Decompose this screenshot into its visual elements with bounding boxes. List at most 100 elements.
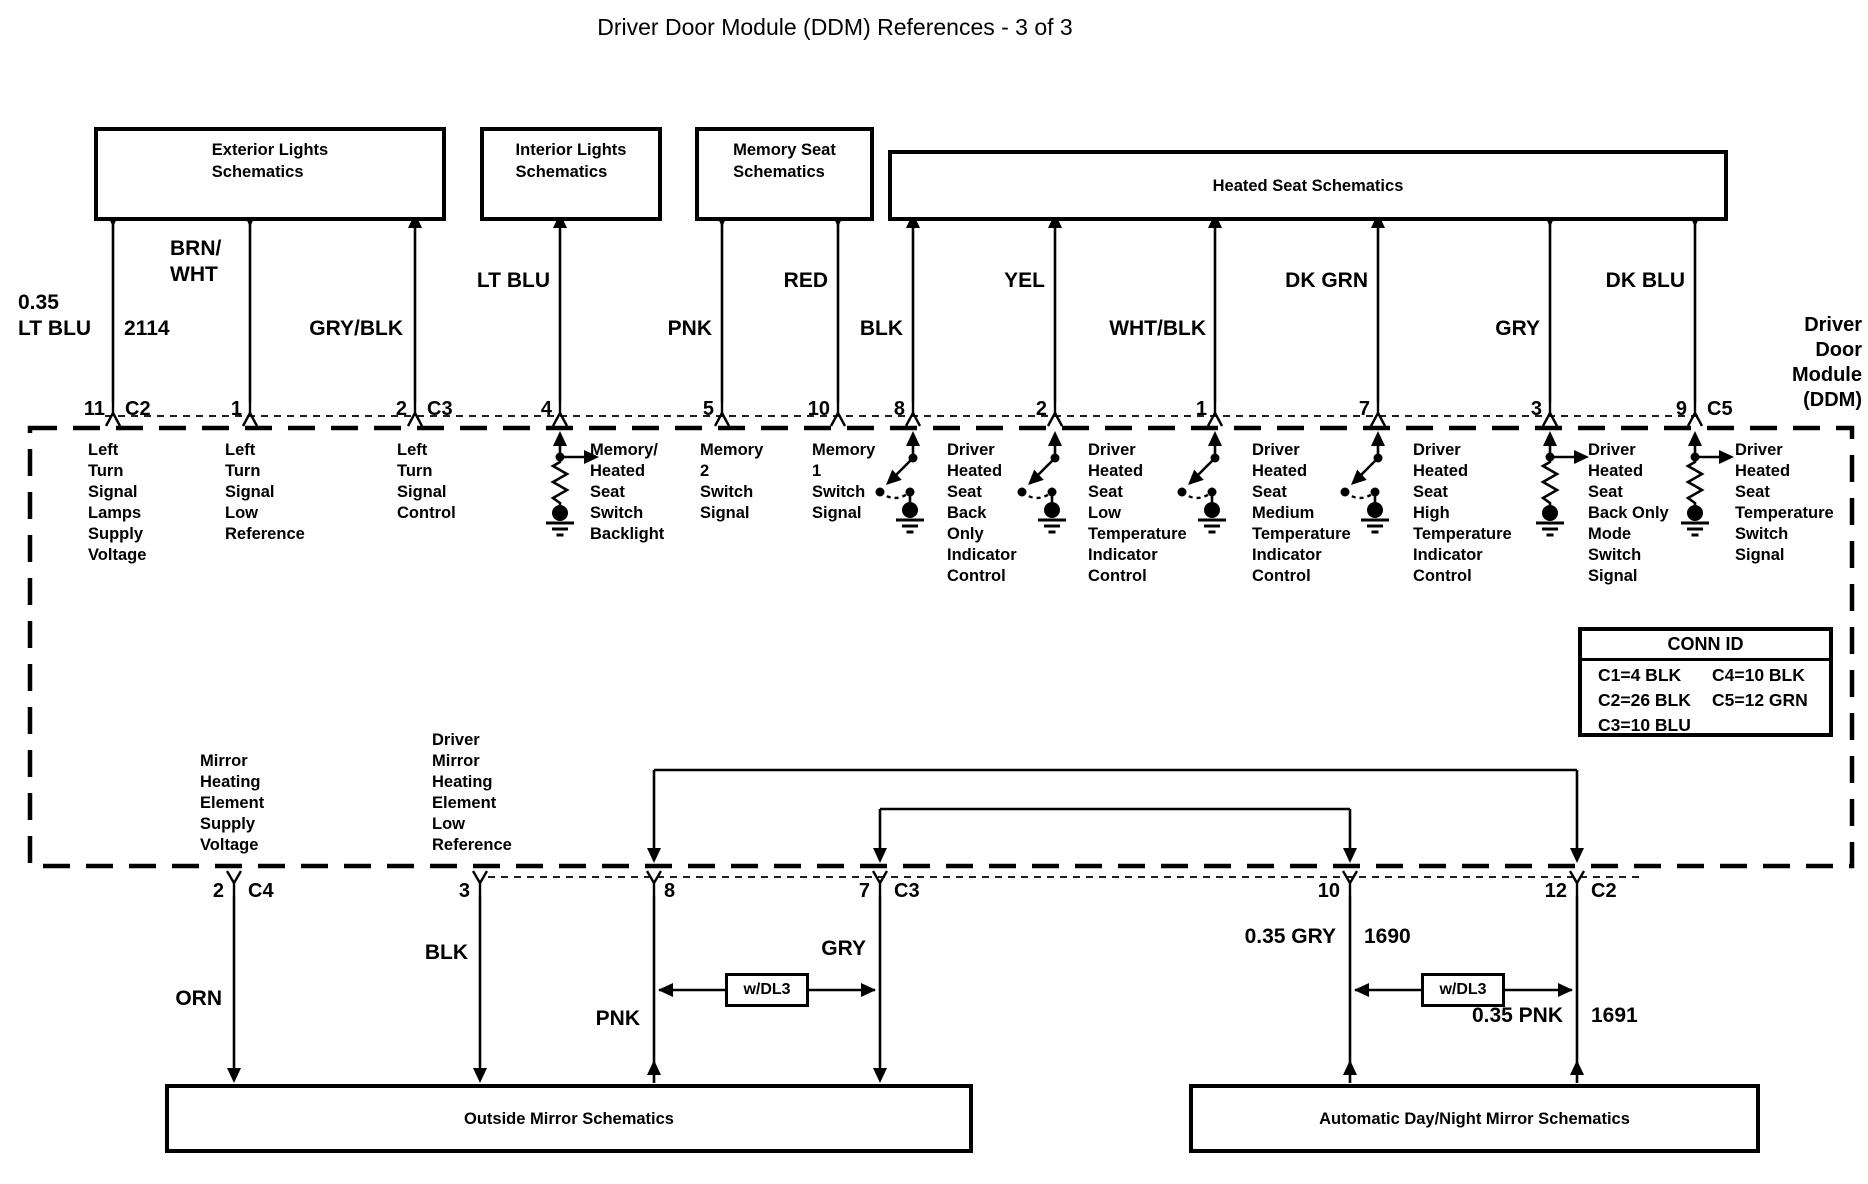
resistor-arrow-icon <box>1543 431 1557 446</box>
connector-fork-icon <box>1348 870 1359 884</box>
box-memory-seat-schematics: Memory Seat Schematics <box>695 127 874 221</box>
top-wire-6-color-label: BLK <box>859 317 903 340</box>
bottom-wire-0-connector-id: C4 <box>248 880 274 902</box>
wdl3-arrow-icon <box>1558 983 1573 997</box>
top-wire-9-color-label: DK GRN <box>1285 269 1368 292</box>
box-label: Interior Lights Schematics <box>515 141 627 181</box>
resistor-pointer-icon <box>1574 450 1589 464</box>
top-wire-6-signal-label: Driver Heated Seat Back Only Indicator C… <box>947 441 1017 585</box>
bottom-wire-0-color-label: ORN <box>175 987 222 1010</box>
page-title: Driver Door Module (DDM) References - 3 … <box>597 14 1073 40</box>
top-wire-10-signal-label: Driver Heated Seat Back Only Mode Switch… <box>1588 441 1669 585</box>
resistor-pointer-icon <box>1719 450 1734 464</box>
top-wire-5-color-label: RED <box>783 269 828 292</box>
wire-arrow-down-icon <box>227 1068 241 1083</box>
conn-id-col2: C4=10 BLK C5=12 GRN <box>1712 665 1808 710</box>
top-wire-5-signal-label: Memory 1 Switch Signal <box>812 441 876 522</box>
connector-fork-icon <box>871 870 882 884</box>
top-wire-8-signal-label: Driver Heated Seat Medium Temperature In… <box>1252 441 1351 585</box>
connector-fork-icon <box>1341 870 1352 884</box>
switch-arm-arrow-icon <box>1188 469 1204 485</box>
connector-fork-icon <box>471 870 482 884</box>
switch-arm-arrow-icon <box>1351 469 1367 485</box>
top-wire-4-signal-label: Memory 2 Switch Signal <box>700 441 764 522</box>
top-wire-1-color-label: BRN/ WHT <box>170 237 222 286</box>
connector-fork-icon <box>645 870 656 884</box>
wire-arrow-down-icon <box>473 1068 487 1083</box>
conn-id-col1: C1=4 BLK C2=26 BLK C3=10 BLU <box>1598 665 1691 735</box>
indicator-arrow-icon <box>906 431 920 446</box>
top-wire-0-signal-label: Left Turn Signal Lamps Supply Voltage <box>88 441 147 564</box>
connector-fork-icon <box>1046 412 1057 427</box>
connector-fork-icon <box>1568 870 1579 884</box>
indicator-arrow-icon <box>1371 431 1385 446</box>
bottom-wire-4-color-label: 0.35 GRY <box>1244 925 1336 948</box>
wire-arrow-up-icon <box>1570 1060 1584 1075</box>
top-wire-10-color-label: GRY <box>1495 317 1540 340</box>
connector-fork-icon <box>911 412 922 427</box>
connector-fork-icon <box>478 870 489 884</box>
connector-fork-icon <box>1575 870 1586 884</box>
top-wire-11-signal-label: Driver Heated Seat Temperature Switch Si… <box>1735 441 1834 564</box>
connector-fork-icon <box>1686 412 1697 427</box>
bottom-wire-1-pin-number: 3 <box>458 880 470 902</box>
switch-arc-icon <box>1344 491 1376 500</box>
bulb-icon <box>552 505 568 521</box>
top-wire-0-color-label: 0.35 LT BLU <box>18 291 92 340</box>
top-wire-7-pin-number: 2 <box>1035 398 1047 420</box>
bottom-wire-5-pin-number: 12 <box>1544 880 1567 902</box>
bulb-icon <box>1542 505 1558 521</box>
bulb-icon <box>1687 505 1703 521</box>
top-wire-11-connector-id: C5 <box>1707 398 1733 420</box>
wire-arrow-up-icon <box>1343 1060 1357 1075</box>
bulb-icon <box>902 502 918 518</box>
bottom-wire-0-pin-number: 2 <box>212 880 224 902</box>
connector-fork-icon <box>1206 412 1217 427</box>
top-wire-0-connector-id: C2 <box>125 398 151 420</box>
box-heated-seat-schematics: Heated Seat Schematics <box>888 150 1728 221</box>
bottom-wire-3-pin-number: 7 <box>858 880 870 902</box>
top-wire-10-pin-number: 3 <box>1530 398 1542 420</box>
connector-fork-icon <box>558 412 569 427</box>
indicator-arrow-icon <box>1208 431 1222 446</box>
top-wire-1-pin-number: 1 <box>230 398 242 420</box>
bottom-wire-3-connector-id: C3 <box>894 880 920 902</box>
connector-fork-icon <box>551 412 562 427</box>
switch-arm-arrow-icon <box>1028 469 1044 485</box>
connector-fork-icon <box>241 412 252 427</box>
top-wire-2-pin-number: 2 <box>395 398 407 420</box>
bulb-icon <box>1367 502 1383 518</box>
resistor-zigzag-icon <box>550 457 570 505</box>
bottom-wire-1-signal-label: Driver Mirror Heating Element Low Refere… <box>432 731 512 854</box>
box-label: Memory Seat Schematics <box>733 141 836 181</box>
wdl3-arrow-icon <box>1354 983 1369 997</box>
box-label: Heated Seat Schematics <box>1212 176 1404 195</box>
box-outside-mirror-schematics: Outside Mirror Schematics <box>165 1084 973 1153</box>
top-wire-9-pin-number: 7 <box>1358 398 1370 420</box>
connector-fork-icon <box>104 412 115 427</box>
top-wire-2-signal-label: Left Turn Signal Control <box>397 441 456 522</box>
switch-arc-icon <box>879 491 911 500</box>
connector-fork-icon <box>652 870 663 884</box>
driver-door-module-label: Driver Door Module (DDM) <box>1792 314 1862 411</box>
connector-fork-icon <box>413 412 424 427</box>
box-exterior-lights-schematics: Exterior Lights Schematics <box>94 127 446 221</box>
connector-fork-icon <box>232 870 243 884</box>
resistor-zigzag-icon <box>1540 457 1560 505</box>
bulb-icon <box>1204 502 1220 518</box>
indicator-arrow-icon <box>1048 431 1062 446</box>
conn-id-table: CONN ID C1=4 BLK C2=26 BLK C3=10 BLU C4=… <box>1578 627 1833 737</box>
connector-fork-icon <box>1548 412 1559 427</box>
top-wire-3-signal-label: Memory/ Heated Seat Switch Backlight <box>590 441 665 543</box>
wire-arrow-up-icon <box>647 1060 661 1075</box>
top-wire-4-pin-number: 5 <box>702 398 714 420</box>
wdl3-arrow-icon <box>658 983 673 997</box>
wire-arrow-down-icon <box>873 1068 887 1083</box>
top-wire-7-color-label: YEL <box>1004 269 1045 292</box>
top-wire-1-signal-label: Left Turn Signal Low Reference <box>225 441 305 543</box>
bottom-wire-0-signal-label: Mirror Heating Element Supply Voltage <box>200 752 265 854</box>
connector-fork-icon <box>1376 412 1387 427</box>
ddm-module-outline <box>27 425 1855 869</box>
top-wire-5-pin-number: 10 <box>807 398 830 420</box>
connector-fork-icon <box>1053 412 1064 427</box>
